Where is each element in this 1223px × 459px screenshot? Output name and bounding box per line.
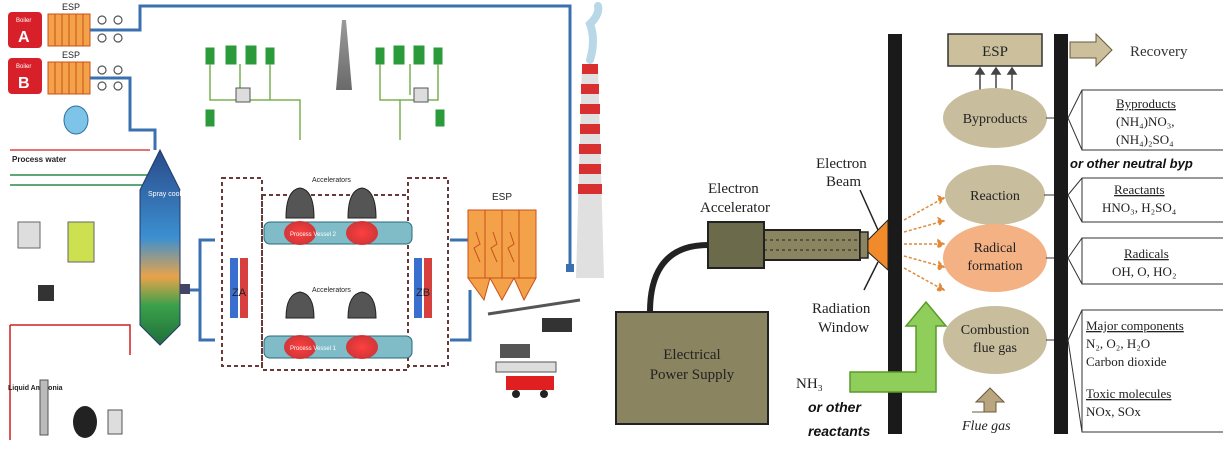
electron-accelerator-line2: Accelerator xyxy=(700,200,770,216)
combustion-node xyxy=(943,306,1047,374)
reagent-cluster-left xyxy=(206,46,300,140)
zb-label: ZB xyxy=(416,287,430,299)
byproducts-node-label: Byproducts xyxy=(963,112,1028,127)
liquid-ammonia-label: Liquid Ammonia xyxy=(8,385,63,392)
boiler-b-title: Boiler xyxy=(16,64,31,70)
process-flow-diagram: Boiler A Boiler B ESP ESP xyxy=(8,2,604,440)
toxic-molecules-line1: NOx, SOx xyxy=(1086,404,1141,419)
spray-cooler: Spray cooler xyxy=(140,150,190,345)
radiation-window-line1: Radiation xyxy=(812,301,871,317)
esp-box-label: ESP xyxy=(982,44,1008,60)
esp-top-label: ESP xyxy=(62,2,80,12)
power-supply-line2: Power Supply xyxy=(650,367,735,383)
electron-beam-schematic: ESP Recovery Byproducts Reaction Radical… xyxy=(616,34,1223,439)
radical-node-line1: Radical xyxy=(974,241,1017,256)
radical-node xyxy=(943,224,1047,292)
byproducts-line1: (NH₄)NO₃, xyxy=(1116,114,1175,129)
za-unit: ZA xyxy=(230,258,248,318)
major-components-line1: N₂, O₂, H₂O xyxy=(1086,336,1150,351)
byproducts-line2: (NH₄)₂SO₄ xyxy=(1116,132,1174,147)
electron-accelerator xyxy=(708,222,868,268)
combustion-node-line2: flue gas xyxy=(973,341,1017,356)
radicals-line1: OH, O, HO₂ xyxy=(1112,264,1176,279)
accelerator-heads xyxy=(286,188,376,318)
neutral-byproducts-note: or other neutral byp xyxy=(1070,156,1193,171)
flue-gas-arrow xyxy=(972,388,1004,412)
process-vessel-2-label: Process Vessel 2 xyxy=(290,232,337,238)
combustion-node-line1: Combustion xyxy=(961,323,1029,338)
accelerators-bottom-label: Accelerators xyxy=(312,287,351,294)
reactants-inject-label: reactants xyxy=(808,423,870,439)
toxic-molecules-title: Toxic molecules xyxy=(1086,386,1171,401)
flue-gas-label: Flue gas xyxy=(961,419,1011,434)
esp-large: ESP xyxy=(468,192,536,300)
radical-node-line2: formation xyxy=(967,259,1022,274)
recovery-arrow xyxy=(1070,34,1112,66)
boiler-a: Boiler A xyxy=(8,12,42,48)
zb-unit: ZB xyxy=(414,258,432,318)
spray-cooler-label: Spray cooler xyxy=(148,191,188,198)
radiation-window-pointer xyxy=(864,262,878,290)
right-wall xyxy=(1054,34,1068,434)
byproducts-title: Byproducts xyxy=(1116,96,1176,111)
process-vessel-2: Process Vessel 2 xyxy=(264,221,412,245)
process-water-area: Process water xyxy=(10,106,150,301)
accelerators-top-label: Accelerators xyxy=(312,177,351,184)
major-components-title: Major components xyxy=(1086,318,1184,333)
transport-equipment xyxy=(488,300,580,398)
electron-beam-pointer xyxy=(860,190,878,230)
esp-unit-top: ESP xyxy=(48,2,90,46)
center-stack xyxy=(336,20,352,90)
reactants-line1: HNO₃, H₂SO₄ xyxy=(1102,200,1177,215)
major-components-line2: Carbon dioxide xyxy=(1086,354,1167,369)
process-vessel-1: Process Vessel 1 xyxy=(264,335,412,359)
boiler-b: Boiler B xyxy=(8,58,42,94)
nh3-label: NH₃ xyxy=(796,376,823,392)
boiler-a-title: Boiler xyxy=(16,18,31,24)
za-label: ZA xyxy=(232,287,247,299)
reaction-node-label: Reaction xyxy=(970,189,1020,204)
esp-unit-middle: ESP xyxy=(48,50,90,94)
radiation-window-line2: Window xyxy=(818,320,869,336)
boiler-a-letter: A xyxy=(18,29,30,46)
or-other-label: or other xyxy=(808,399,862,415)
chimney-stack xyxy=(566,6,604,278)
electron-beam-line1: Electron xyxy=(816,156,867,172)
power-supply-line1: Electrical xyxy=(663,347,720,363)
radiation-arrows xyxy=(904,196,944,291)
electron-accelerator-line1: Electron xyxy=(708,181,759,197)
electron-beam-line2: Beam xyxy=(826,174,861,190)
liquid-ammonia-area: Liquid Ammonia xyxy=(8,325,130,440)
esp-mid-label: ESP xyxy=(62,50,80,60)
process-water-label: Process water xyxy=(12,155,66,164)
radicals-title: Radicals xyxy=(1124,246,1169,261)
boiler-b-letter: B xyxy=(18,75,30,92)
recovery-label: Recovery xyxy=(1130,44,1188,60)
process-vessel-1-label: Process Vessel 1 xyxy=(290,346,337,352)
reagent-cluster-right xyxy=(376,46,444,140)
power-cable xyxy=(650,245,708,312)
reactants-title: Reactants xyxy=(1114,182,1165,197)
esp-large-label: ESP xyxy=(492,192,512,203)
